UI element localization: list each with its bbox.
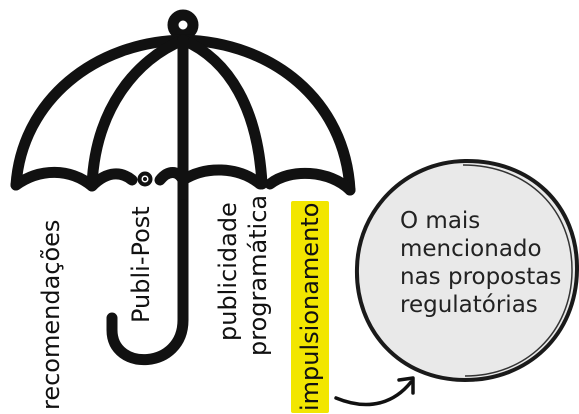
callout-circle <box>354 158 579 383</box>
callout-line-3: nas propostas <box>400 264 562 290</box>
label-recomendacoes: recomendações <box>37 219 65 410</box>
label-publicidade: publicidade <box>214 202 242 341</box>
label-publi-post: Publi-Post <box>127 206 155 323</box>
label-impulsionamento: impulsionamento <box>296 202 324 411</box>
callout-line-1: O mais <box>400 208 481 234</box>
impulsionamento-highlight <box>291 201 329 413</box>
callout-line-4: regulatórias <box>400 292 538 318</box>
curved-arrow-icon <box>334 376 415 407</box>
callout-text: O mais mencionado nas propostas regulató… <box>400 207 578 319</box>
label-programatica: programática <box>244 194 272 356</box>
callout-line-2: mencionado <box>400 236 542 262</box>
